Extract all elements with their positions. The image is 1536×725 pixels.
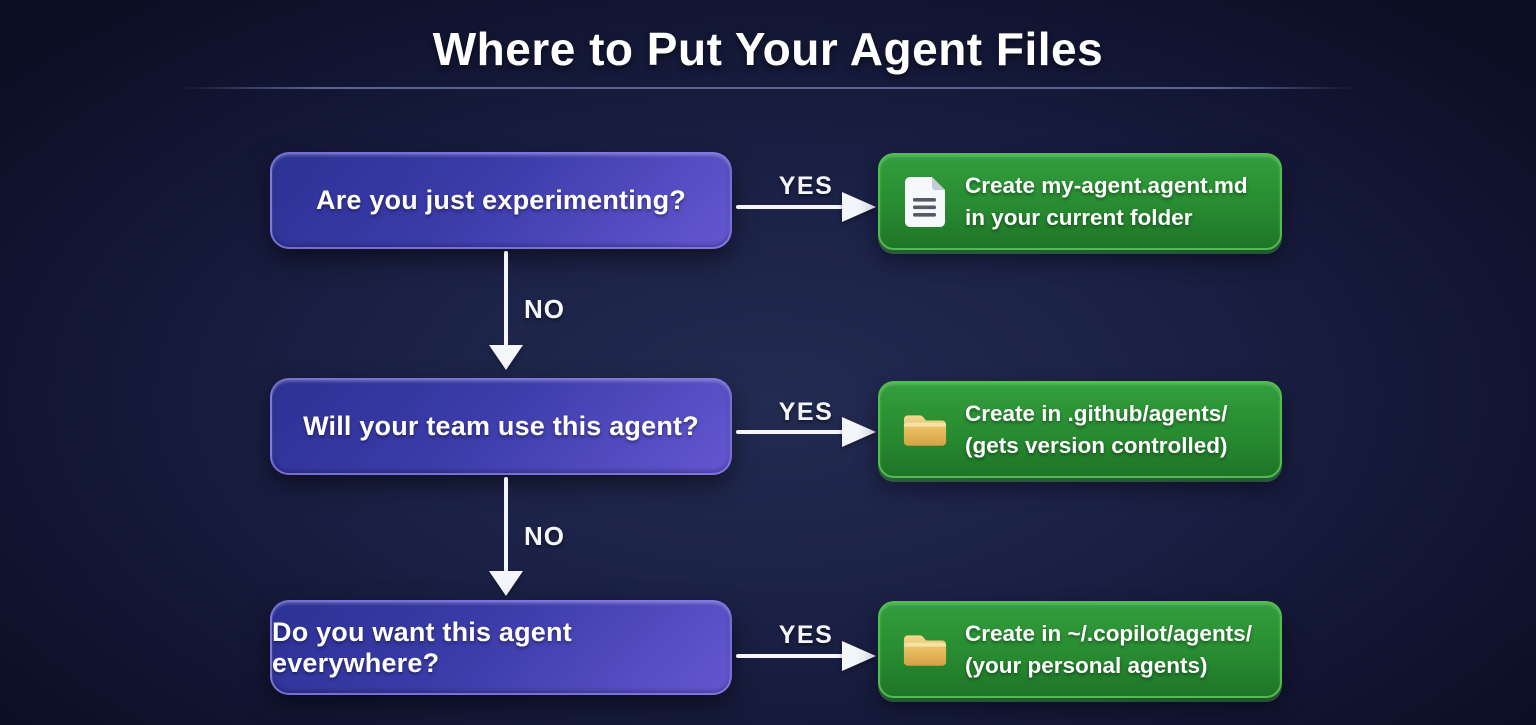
result-line2: in your current folder xyxy=(965,204,1193,230)
arrow-line xyxy=(504,477,508,573)
result-line1: Create in .github/agents/ xyxy=(965,400,1228,426)
arrow-right-icon xyxy=(736,417,876,447)
arrow-head xyxy=(842,641,876,671)
result-line1: Create my-agent.agent.md xyxy=(965,172,1248,198)
result-line1: Create in ~/.copilot/agents/ xyxy=(965,620,1252,646)
yes-label: YES xyxy=(778,398,834,426)
document-icon xyxy=(902,176,948,228)
yes-label: YES xyxy=(778,621,834,649)
question-box-everywhere: Do you want this agent everywhere? xyxy=(270,600,732,695)
arrow-line xyxy=(504,251,508,347)
arrow-right-icon xyxy=(736,641,876,671)
arrow-line xyxy=(736,430,846,434)
result-box-current-folder: Create my-agent.agent.md in your current… xyxy=(878,153,1282,250)
page-title: Where to Put Your Agent Files xyxy=(432,23,1104,75)
result-text: Create my-agent.agent.md in your current… xyxy=(965,170,1248,234)
folder-icon xyxy=(902,631,948,669)
arrow-line xyxy=(736,654,846,658)
arrow-right-icon xyxy=(736,192,876,222)
arrow-head xyxy=(489,345,523,370)
result-box-copilot-agents: Create in ~/.copilot/agents/ (your perso… xyxy=(878,601,1282,698)
arrow-line xyxy=(736,205,846,209)
question-text: Will your team use this agent? xyxy=(303,411,699,441)
arrow-head xyxy=(842,417,876,447)
arrow-down-icon xyxy=(488,477,524,597)
question-text: Are you just experimenting? xyxy=(316,185,686,215)
result-box-github-agents: Create in .github/agents/ (gets version … xyxy=(878,381,1282,478)
yes-label: YES xyxy=(778,172,834,200)
folder-icon xyxy=(902,411,948,449)
no-label: NO xyxy=(524,294,565,324)
result-text: Create in ~/.copilot/agents/ (your perso… xyxy=(965,618,1252,682)
title-divider xyxy=(178,87,1358,89)
question-box-experimenting: Are you just experimenting? xyxy=(270,152,732,249)
arrow-down-icon xyxy=(488,251,524,371)
result-line2: (your personal agents) xyxy=(965,652,1208,678)
question-box-team-use: Will your team use this agent? xyxy=(270,378,732,475)
arrow-head xyxy=(842,192,876,222)
result-line2: (gets version controlled) xyxy=(965,432,1228,458)
no-label: NO xyxy=(524,521,565,551)
result-text: Create in .github/agents/ (gets version … xyxy=(965,398,1228,462)
arrow-head xyxy=(489,571,523,596)
question-text: Do you want this agent everywhere? xyxy=(272,616,572,678)
